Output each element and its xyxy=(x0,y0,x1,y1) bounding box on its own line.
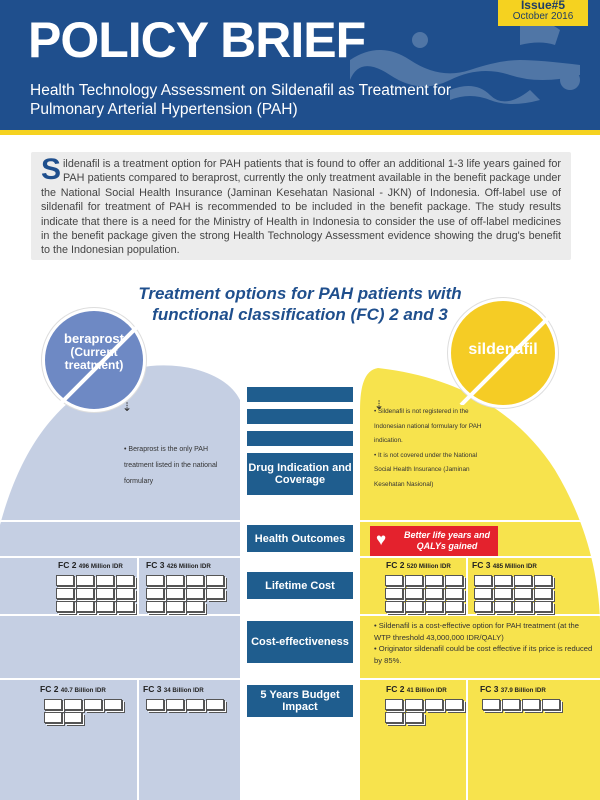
issue-number: Issue#5 xyxy=(520,0,566,10)
column-divider xyxy=(137,678,139,800)
center-spacer-bar xyxy=(247,431,353,446)
sildenafil-badge: sildenafil xyxy=(448,298,558,408)
section-title-line-1: Treatment options for PAH patients with xyxy=(138,284,462,303)
outcome-banner: ♥ Better life years and QALYs gained xyxy=(370,526,498,556)
drug-indication-label: Drug Indication and Coverage xyxy=(247,453,353,495)
money-stack-icon xyxy=(146,575,226,612)
cost-amount: 520 Million IDR xyxy=(406,563,451,570)
ce-note: • Sildenafil is a cost-effective option … xyxy=(374,621,579,642)
beraprost-budget-fc3: FC 3 34 Billion IDR xyxy=(143,684,204,694)
beraprost-budget-fc2: FC 2 40.7 Billion IDR xyxy=(40,684,106,694)
sildenafil-note-text: Sildenafil is not registered in the Indo… xyxy=(374,408,482,444)
fc-label: FC 2 xyxy=(58,560,77,570)
fc-label: FC 3 xyxy=(472,560,491,570)
column-divider xyxy=(466,556,468,614)
cost-amount: 426 Million IDR xyxy=(166,563,211,570)
row-divider xyxy=(0,520,600,522)
fc-label: FC 3 xyxy=(146,560,165,570)
issue-badge: Issue#5 October 2016 xyxy=(498,0,588,26)
issue-date: October 2016 xyxy=(512,11,574,22)
sildenafil-lifetime-fc3: FC 3 485 Million IDR xyxy=(472,560,537,570)
sildenafil-label: sildenafil xyxy=(468,341,538,358)
sildenafil-note: • Sildenafil is not registered in the In… xyxy=(374,408,482,444)
lifetime-cost-label: Lifetime Cost xyxy=(247,572,353,599)
beraprost-note-text: Beraprost is the only PAH treatment list… xyxy=(124,446,218,485)
fc-label: FC 2 xyxy=(386,560,405,570)
section-title: Treatment options for PAH patients with … xyxy=(0,283,600,325)
sildenafil-note-text: It is not covered under the National Soc… xyxy=(374,451,478,488)
fc-label: FC 2 xyxy=(386,684,405,694)
cost-effectiveness-notes: • Sildenafil is a cost-effective option … xyxy=(374,620,596,666)
header-stripe xyxy=(0,130,600,135)
ce-note: • Originator sildenafil could be cost ef… xyxy=(374,644,593,665)
beraprost-sublabel: (Current treatment) xyxy=(64,345,124,372)
beraprost-lifetime-fc3: FC 3 426 Million IDR xyxy=(146,560,211,570)
fc-label: FC 3 xyxy=(480,684,499,694)
money-stack-icon xyxy=(385,575,465,612)
sildenafil-lifetime-fc2: FC 2 520 Million IDR xyxy=(386,560,451,570)
ce-note-text: Sildenafil is a cost-effective option fo… xyxy=(374,621,579,642)
center-spacer-bar xyxy=(247,387,353,402)
intro-text: ildenafil is a treatment option for PAH … xyxy=(41,158,561,257)
money-stack-icon xyxy=(474,575,554,612)
cost-amount: 40.7 Billion IDR xyxy=(60,687,106,694)
cost-amount: 485 Million IDR xyxy=(492,563,537,570)
center-spacer-bar xyxy=(247,409,353,424)
money-stack-icon xyxy=(482,699,562,710)
row-divider xyxy=(0,614,600,616)
outcome-banner-text: Better life years and QALYs gained xyxy=(403,530,491,551)
slash-icon xyxy=(459,309,555,405)
slash-icon xyxy=(53,319,143,409)
section-title-line-2: functional classification (FC) 2 and 3 xyxy=(152,305,448,324)
column-divider xyxy=(466,678,468,800)
sildenafil-note: • It is not covered under the National S… xyxy=(374,451,478,488)
money-stack-icon xyxy=(146,699,226,710)
sildenafil-budget-fc3: FC 3 37.9 Billion IDR xyxy=(480,684,546,694)
arrow-down-icon: ⇣ xyxy=(122,400,133,414)
money-stack-icon xyxy=(385,699,465,723)
cost-amount: 41 Billion IDR xyxy=(406,687,447,694)
fc-label: FC 3 xyxy=(143,684,162,694)
beraprost-label: beraprost xyxy=(64,331,124,346)
row-divider xyxy=(0,556,600,558)
arrow-down-icon: ⇣ xyxy=(374,398,385,412)
sildenafil-notes: • Sildenafil is not registered in the In… xyxy=(374,405,492,492)
column-divider xyxy=(137,556,139,614)
page-subtitle: Health Technology Assessment on Sildenaf… xyxy=(30,82,452,118)
header-banner: Issue#5 October 2016 POLICY BRIEF Health… xyxy=(0,0,600,134)
beraprost-lifetime-fc2: FC 2 496 Million IDR xyxy=(58,560,123,570)
page-title: POLICY BRIEF xyxy=(28,12,366,68)
sildenafil-budget-fc2: FC 2 41 Billion IDR xyxy=(386,684,447,694)
ce-note-text: Originator sildenafil could be cost effe… xyxy=(374,644,593,665)
health-outcomes-label: Health Outcomes xyxy=(247,525,353,552)
map-decoration-icon xyxy=(350,21,580,104)
beraprost-badge: beraprost (Current treatment) xyxy=(42,308,146,412)
cost-effectiveness-label: Cost-effectiveness xyxy=(247,621,353,663)
beraprost-note: • Beraprost is the only PAH treatment li… xyxy=(124,446,218,485)
intro-dropcap: S xyxy=(41,153,62,186)
budget-impact-label: 5 Years Budget Impact xyxy=(247,685,353,717)
money-stack-icon xyxy=(56,575,136,612)
cost-amount: 37.9 Billion IDR xyxy=(500,687,546,694)
heart-icon: ♥ xyxy=(376,530,387,549)
fc-label: FC 2 xyxy=(40,684,59,694)
cost-amount: 496 Million IDR xyxy=(78,563,123,570)
money-stack-icon xyxy=(44,699,124,723)
row-divider xyxy=(0,678,600,680)
cost-amount: 34 Billion IDR xyxy=(163,687,204,694)
